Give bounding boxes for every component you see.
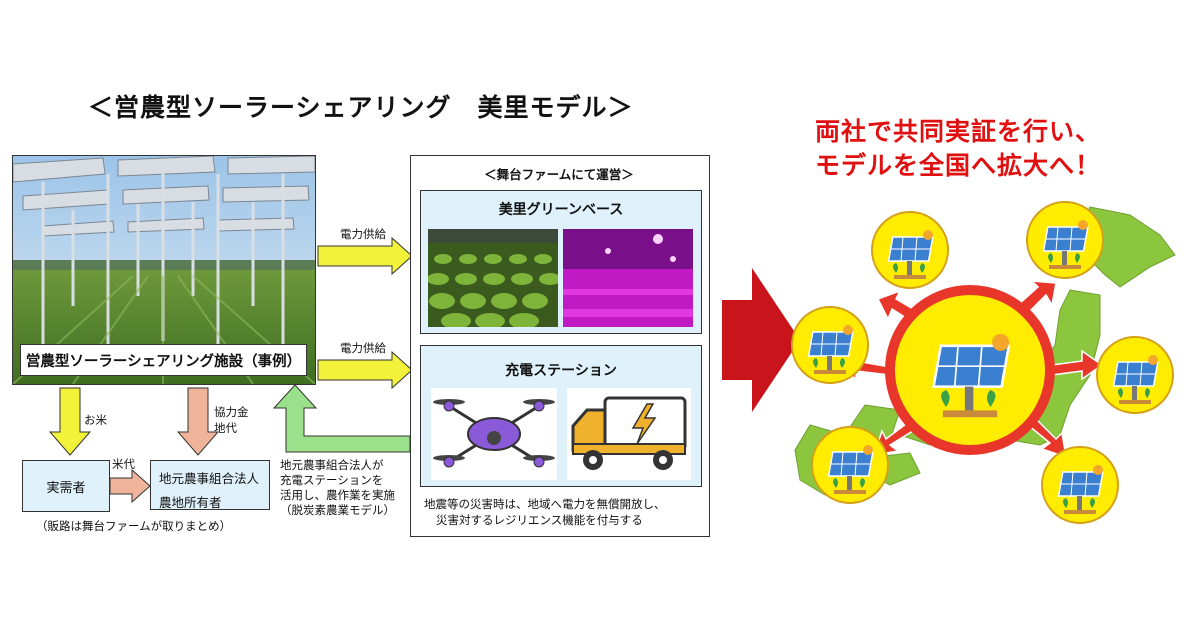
- power-arrow-2: [317, 350, 413, 390]
- power-supply-label-1: 電力供給: [340, 227, 386, 241]
- operation-panel-header: ＜舞台ファームにて運営＞: [484, 167, 634, 182]
- headline-line-2: モデルを全国へ拡大へ！: [815, 151, 1102, 180]
- power-arrow-1: [317, 236, 413, 276]
- consumer-label: 実需者: [46, 480, 86, 496]
- charging-station-title: 充電ステーション: [505, 363, 617, 379]
- local-corp-box: 地元農事組合法人 農地所有者: [150, 460, 270, 510]
- power-supply-label-2: 電力供給: [340, 341, 386, 355]
- rice-arrow: [48, 387, 92, 456]
- page-title: ＜営農型ソーラーシェアリング 美里モデル＞: [88, 93, 634, 122]
- rice-payment-label: 米代: [112, 457, 135, 471]
- fee-arrow: [176, 387, 220, 456]
- return-arrow: [272, 384, 411, 453]
- greenbase-box: 美里グリーンベース: [420, 190, 702, 334]
- ev-note: 地元農事組合法人が 充電ステーションを 活用し、農作業を実施 （脱炭素農業モデル…: [280, 458, 395, 517]
- local-corp-label: 地元農事組合法人: [159, 471, 260, 486]
- drone-icon: [431, 388, 557, 480]
- expansion-map: [791, 201, 1176, 524]
- charging-station-box: 充電ステーション: [420, 345, 702, 487]
- rice-payment-arrow: [109, 468, 151, 504]
- consumer-box: 実需者: [22, 460, 110, 512]
- expansion-arrow: [722, 268, 800, 412]
- greenbase-title: 美里グリーンベース: [498, 202, 624, 218]
- land-rent-label: 地代: [214, 421, 237, 435]
- cooperation-fee-label: 協力金: [214, 405, 249, 419]
- lettuce-field-photo: [428, 229, 558, 327]
- rice-label: お米: [84, 413, 107, 427]
- electric-truck-icon: [567, 388, 691, 480]
- sales-note: （販路は舞台ファームが取りまとめ）: [36, 519, 232, 533]
- landowner-label: 農地所有者: [159, 495, 222, 510]
- led-grow-room-photo: [563, 229, 693, 327]
- facility-label: 営農型ソーラーシェアリング施設（事例）: [20, 344, 307, 376]
- disaster-note: 地震等の災害時は、地域へ電力を無償開放し、 災害対するレジリエンス機能を付与する: [424, 497, 666, 527]
- headline-line-1: 両社で共同実証を行い、: [815, 117, 1102, 146]
